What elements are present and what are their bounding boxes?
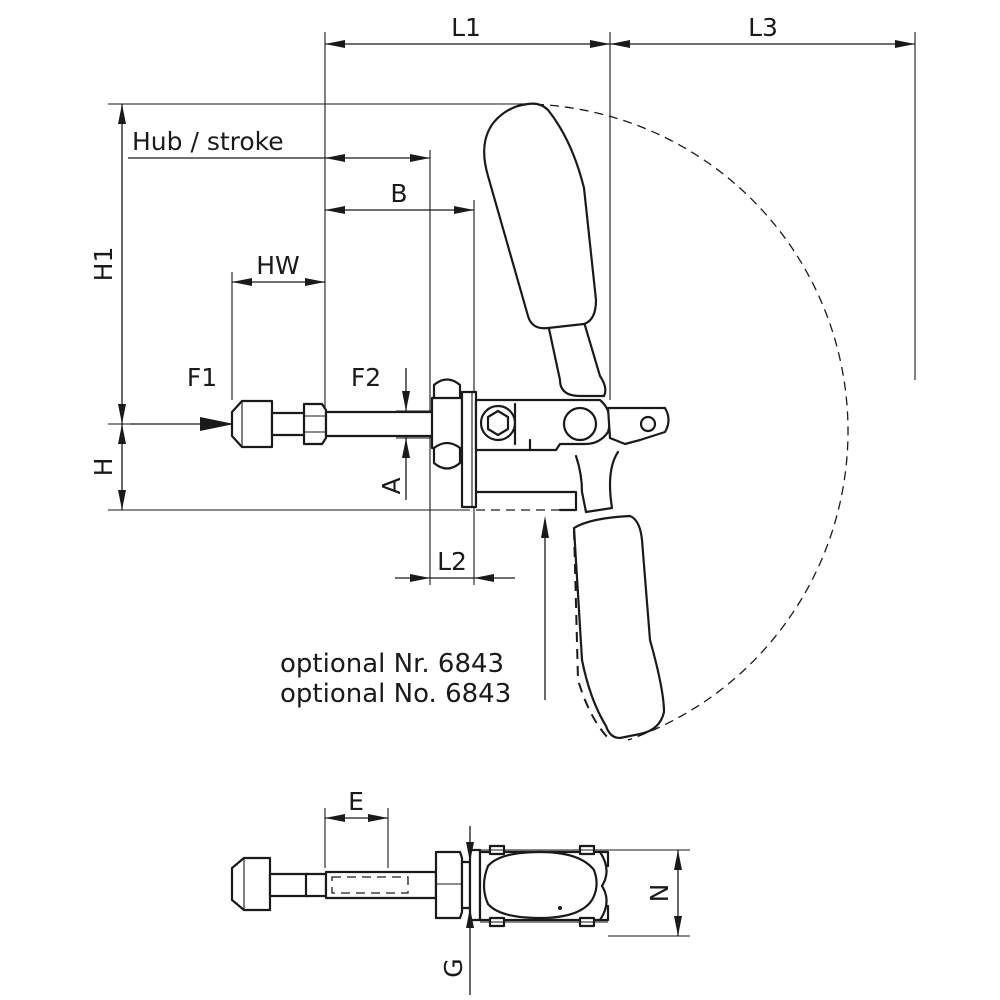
label-g: G — [439, 958, 468, 977]
label-l2: L2 — [437, 547, 467, 576]
clamp-top-view — [230, 808, 690, 995]
clamp-side-view — [230, 378, 670, 512]
label-e: E — [348, 787, 364, 816]
label-f2: F2 — [351, 363, 381, 392]
label-hub-stroke: Hub / stroke — [132, 127, 284, 156]
label-f1: F1 — [187, 363, 217, 392]
lower-handle — [572, 450, 666, 741]
label-a: A — [377, 477, 406, 494]
note-optional-en: optional No. 6843 — [280, 679, 511, 709]
optional-note: optional Nr. 6843 optional No. 6843 — [280, 649, 511, 709]
label-h1: H1 — [89, 247, 118, 282]
dimension-labels: L1 L3 Hub / stroke B HW F1 F2 L2 E H1 H … — [89, 13, 778, 978]
label-b: B — [390, 179, 407, 208]
upper-handle — [483, 102, 607, 398]
label-hw: HW — [256, 251, 300, 280]
label-l3: L3 — [748, 13, 778, 42]
label-n: N — [645, 884, 674, 903]
label-h: H — [89, 458, 118, 477]
note-optional-de: optional Nr. 6843 — [280, 649, 504, 679]
handle-swing-arc — [519, 103, 849, 741]
label-l1: L1 — [451, 13, 481, 42]
